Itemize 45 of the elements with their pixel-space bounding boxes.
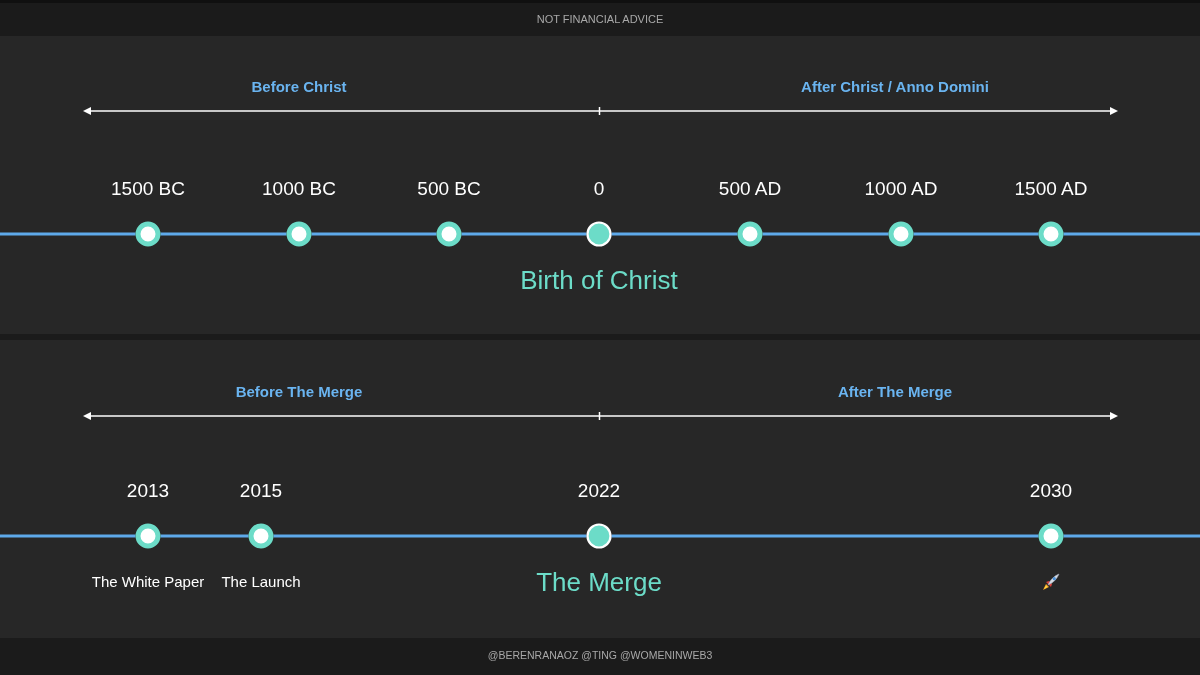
year-label: 1500 BC [111, 178, 185, 200]
year-label: 500 BC [417, 178, 481, 200]
timeline-line [311, 232, 437, 236]
timeline-line [0, 232, 136, 236]
timeline-marker [586, 523, 612, 549]
year-label: 1000 BC [262, 178, 336, 200]
year-label: 2030 [1029, 480, 1073, 502]
timeline-line [160, 232, 287, 236]
timeline-line [611, 534, 1039, 538]
era-label: After Christ / Anno Domini [801, 78, 989, 96]
era-label: After The Merge [837, 383, 953, 401]
credit-text: @BERENRANAOZ @TING @WOMENINWEB3 [487, 650, 713, 662]
event-title: Birth of Christ [520, 265, 678, 295]
timeline-line [1063, 534, 1200, 538]
year-label: 2013 [126, 480, 170, 502]
timeline-line [611, 232, 738, 236]
timeline-line [913, 232, 1039, 236]
timeline-line [160, 534, 249, 538]
timeline-marker [135, 221, 161, 247]
event-caption: The Launch [221, 573, 301, 591]
timeline-line [1063, 232, 1200, 236]
timeline-marker [135, 523, 161, 549]
timeline-marker [1038, 523, 1064, 549]
year-label: 500 AD [718, 178, 782, 200]
event-caption: The White Paper [91, 573, 205, 591]
year-label: 2022 [577, 480, 621, 502]
timeline-marker [586, 221, 612, 247]
timeline-marker [436, 221, 462, 247]
year-label: 2015 [239, 480, 283, 502]
era-label: Before The Merge [235, 383, 363, 401]
timeline-line [762, 232, 889, 236]
year-label: 1500 AD [1014, 178, 1088, 200]
event-title: The Merge [536, 567, 662, 597]
year-label: 1000 AD [864, 178, 938, 200]
timeline-line [273, 534, 587, 538]
timeline-line [0, 534, 136, 538]
timeline-marker [737, 221, 763, 247]
timeline-marker [248, 523, 274, 549]
timeline-marker [286, 221, 312, 247]
era-label: Before Christ [251, 78, 347, 96]
timeline-line [461, 232, 587, 236]
year-label: 0 [593, 178, 605, 200]
timeline-marker [1038, 221, 1064, 247]
disclaimer-text: NOT FINANCIAL ADVICE [536, 12, 664, 26]
timeline-marker [888, 221, 914, 247]
